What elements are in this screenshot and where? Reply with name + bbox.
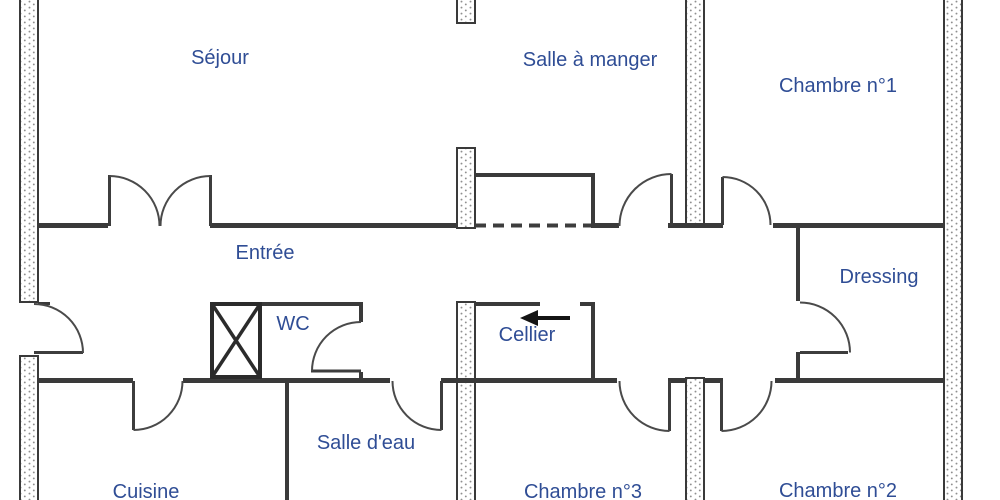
double-door-sejour (108, 175, 212, 227)
door-chambre-1 (721, 176, 772, 226)
door-cuisine (132, 380, 184, 431)
interior-wall-crossing (441, 378, 617, 383)
door-chambre-2 (720, 380, 773, 432)
door-dressing (799, 301, 851, 354)
room-label-salle-a-manger: Salle à manger (522, 49, 658, 71)
exterior-hatched-walls (19, 0, 963, 500)
room-label-cellier: Cellier (498, 324, 556, 346)
room-label-chambre-2: Chambre n°2 (778, 480, 898, 500)
door-salle-a-manger (618, 173, 673, 227)
room-label-chambre-1: Chambre n°1 (778, 75, 898, 97)
door-wc (311, 321, 362, 373)
entrance-arrow-icon (520, 310, 570, 326)
room-label-cuisine: Cuisine (112, 481, 180, 500)
room-label-entree: Entrée (235, 242, 295, 264)
room-label-chambre-3: Chambre n°3 (523, 481, 643, 500)
room-label-dressing: Dressing (839, 266, 919, 288)
wc-shaft-box (210, 302, 262, 379)
room-label-wc: WC (276, 313, 310, 335)
room-label-salle-d-eau: Salle d'eau (316, 432, 416, 454)
interior-walls (36, 173, 944, 500)
room-label-sejour: Séjour (191, 47, 249, 69)
door-entrance-west (33, 303, 84, 354)
door-chambre-3 (618, 380, 671, 432)
door-salle-d-eau (391, 380, 443, 431)
